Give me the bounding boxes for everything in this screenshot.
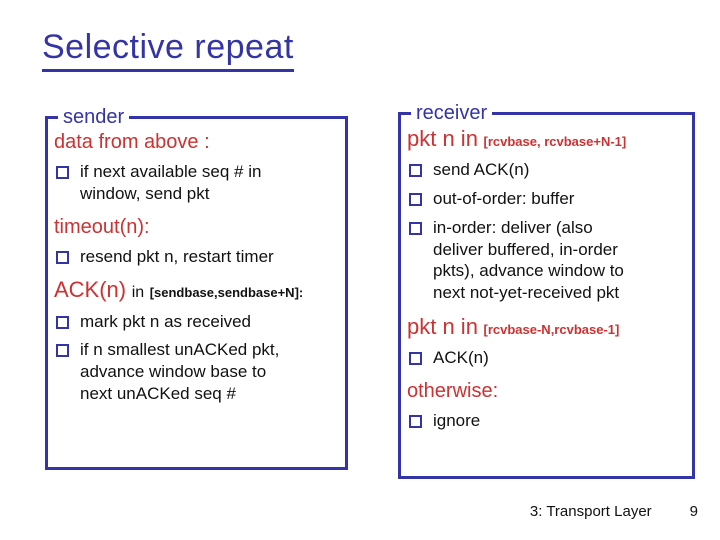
receiver-panel-legend: receiver [411,101,493,125]
bullet-square-icon [409,415,422,429]
bullet-text: if n smallest unACKed pkt, advance windo… [80,340,280,403]
heading-timeout: timeout(n): [54,215,150,238]
list-item: if next available seq # in window, send … [56,161,337,205]
heading-pkt-in-window: pkt n in [rcvbase, rcvbase+N-1] [407,126,684,152]
receiver-panel-body: pkt n in [rcvbase, rcvbase+N-1] send ACK… [401,115,692,432]
bullet-square-icon [56,315,69,329]
list-item: in-order: deliver (also deliver buffered… [409,217,684,304]
list-item: if n smallest unACKed pkt, advance windo… [56,339,337,404]
bullet-square-icon [409,164,422,178]
list-item: out-of-order: buffer [409,188,684,210]
bullet-square-icon [409,352,422,366]
bullet-text: ACK(n) [433,348,489,368]
list-item: mark pkt n as received [56,311,337,333]
heading-pkt-below-window: pkt n in [rcvbase-N,rcvbase-1] [407,314,684,340]
heading-otherwise: otherwise: [407,380,499,403]
bullet-square-icon [409,193,422,207]
list-item: ignore [409,410,684,432]
sender-panel-body: data from above : if next available seq … [48,119,345,405]
list-item: ACK(n) [409,347,684,369]
heading-pkt1-range: [rcvbase, rcvbase+N-1] [483,134,627,149]
page-title: Selective repeat [42,28,294,72]
list-item: send ACK(n) [409,159,684,181]
heading-data-from-above: data from above : [54,131,210,153]
page-number: 9 [689,503,698,520]
bullet-text: out-of-order: buffer [433,189,575,209]
heading-ack-window-range: [sendbase,sendbase+N]: [149,285,304,301]
list-item: resend pkt n, restart timer [56,246,337,268]
bullet-text: if next available seq # in window, send … [80,162,262,203]
bullet-text: in-order: deliver (also deliver buffered… [433,217,624,303]
bullet-square-icon [56,166,69,179]
receiver-panel: receiver pkt n in [rcvbase, rcvbase+N-1]… [398,101,695,479]
heading-ack-in: in [131,284,145,302]
bullet-text: ignore [433,411,481,431]
bullet-text: send ACK(n) [433,160,530,180]
sender-panel: sender data from above : if next availab… [45,105,348,470]
heading-ack-range: ACK(n) in [sendbase,sendbase+N]: [54,277,337,303]
heading-pkt2-label: pkt n in [407,313,478,339]
heading-pkt1-label: pkt n in [407,126,478,151]
bullet-square-icon [56,250,69,264]
heading-ack-label: ACK(n) [54,277,127,303]
bullet-text: resend pkt n, restart timer [80,246,274,266]
bullet-square-icon [409,221,422,235]
footer-label: 3: Transport Layer [529,503,652,520]
bullet-square-icon [56,344,69,358]
heading-pkt2-range: [rcvbase-N,rcvbase-1] [483,321,620,337]
bullet-text: mark pkt n as received [80,311,252,331]
slide-footer: 3: Transport Layer 9 [530,503,698,520]
sender-panel-legend: sender [58,105,130,129]
